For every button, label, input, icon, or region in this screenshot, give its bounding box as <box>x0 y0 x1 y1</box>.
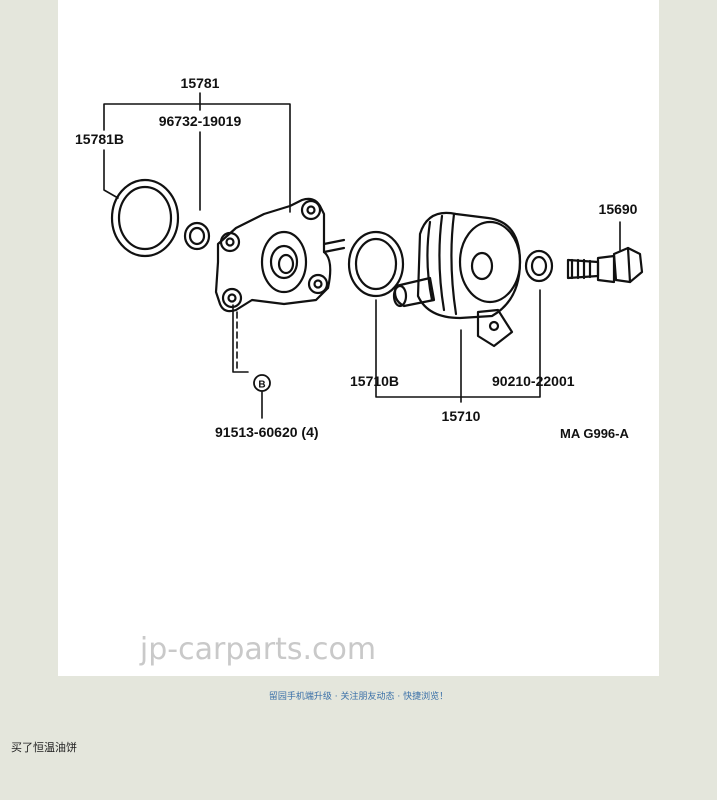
label-15710b: 15710B <box>350 373 399 389</box>
bolt-15690 <box>566 246 644 284</box>
bolt-marker-circle <box>253 374 271 392</box>
diagram-panel: 15781 96732-19019 15781B 15690 15710B 90… <box>58 0 659 676</box>
oring-15781b <box>110 178 180 258</box>
oil-cooler-15710 <box>392 211 522 348</box>
label-15710: 15710 <box>442 408 481 424</box>
footer-link[interactable]: 留园手机端升级 · 关注朋友动态 · 快捷浏览！ <box>268 692 449 702</box>
bolt-marker-letter: B <box>258 380 265 391</box>
leader-lines <box>103 92 621 419</box>
label-91513-60620: 91513-60620 (4) <box>215 424 319 440</box>
post-text: 买了恒温油饼 <box>11 741 77 754</box>
label-96732-19019: 96732-19019 <box>159 113 242 129</box>
label-90210-22001: 90210-22001 <box>492 373 575 389</box>
watermark: jp-carparts.com <box>139 632 376 667</box>
figure-code: MA G996-A <box>560 426 629 441</box>
parts-diagram: 15781 96732-19019 15781B 15690 15710B 90… <box>75 75 644 667</box>
housing-15781 <box>214 197 346 313</box>
gasket-96732 <box>183 221 211 251</box>
label-15781: 15781 <box>181 75 220 91</box>
label-15690: 15690 <box>599 201 638 217</box>
oring-15710b <box>347 230 405 298</box>
washer-90210 <box>524 249 554 283</box>
label-15781b: 15781B <box>75 131 124 147</box>
